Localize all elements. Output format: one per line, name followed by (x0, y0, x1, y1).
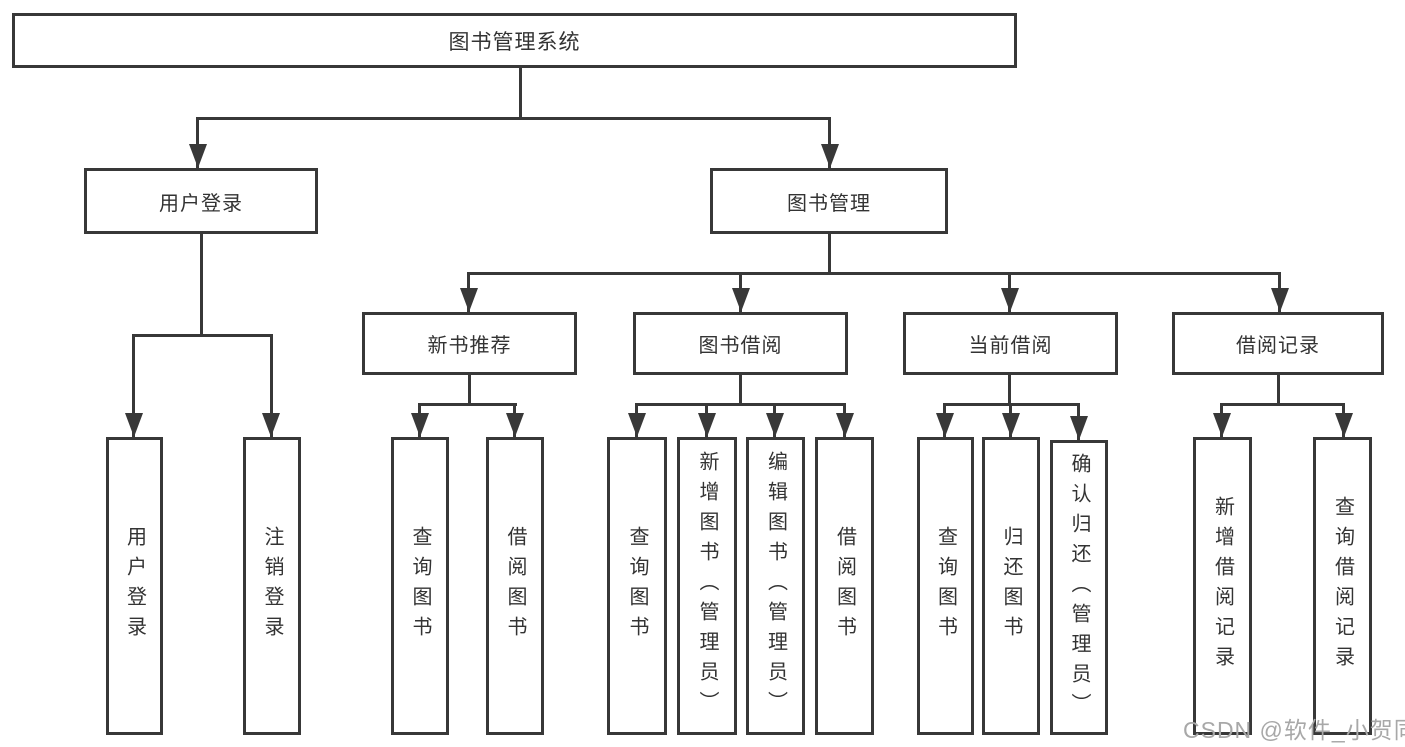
arrow-down-icon (821, 144, 839, 168)
connector-records-stem (1277, 375, 1280, 406)
node-book-management: 图书管理 (710, 168, 948, 234)
leaf-return-book: 归还图书 (982, 437, 1040, 735)
arrow-down-icon (1335, 413, 1353, 437)
arrow-down-icon (628, 413, 646, 437)
node-label: 图书管理 (787, 192, 871, 215)
connector-userlogin-branch (132, 334, 273, 337)
arrow-down-icon (189, 144, 207, 168)
node-label: 用户登录 (159, 192, 243, 215)
node-label: 当前借阅 (968, 335, 1053, 357)
arrow-down-icon (460, 288, 478, 312)
connector-drop (828, 117, 831, 168)
node-label: 用户登录 (123, 526, 146, 646)
arrow-down-icon (1213, 413, 1231, 437)
leaf-add-book-admin: 新增图书（管理员） (677, 437, 737, 735)
arrow-down-icon (125, 413, 143, 437)
leaf-add-borrow-record: 新增借阅记录 (1193, 437, 1252, 735)
connector-newbook-branch (418, 403, 517, 406)
node-label: 编辑图书（管理员） (764, 451, 787, 721)
arrow-down-icon (936, 413, 954, 437)
arrow-down-icon (836, 413, 854, 437)
node-library-system: 图书管理系统 (12, 13, 1017, 68)
connector-borrow-branch (635, 403, 846, 406)
arrow-down-icon (262, 413, 280, 437)
connector-drop (196, 117, 199, 168)
node-label: 查询借阅记录 (1331, 496, 1354, 676)
arrow-down-icon (1002, 413, 1020, 437)
arrow-down-icon (1001, 288, 1019, 312)
node-label: 图书管理系统 (448, 30, 581, 54)
node-label: 借阅图书 (504, 526, 526, 646)
arrow-down-icon (506, 413, 524, 437)
connector-drop (132, 334, 135, 437)
leaf-user-login: 用户登录 (106, 437, 163, 735)
watermark-text: CSDN @软件_小贺同学 (1183, 717, 1405, 743)
connector-current-stem (1008, 375, 1011, 406)
arrow-down-icon (698, 413, 716, 437)
leaf-borrow-books: 借阅图书 (815, 437, 874, 735)
node-label: 归还图书 (1000, 526, 1022, 646)
node-new-book-recommend: 新书推荐 (362, 312, 577, 375)
leaf-logout: 注销登录 (243, 437, 301, 735)
leaf-query-books-current: 查询图书 (917, 437, 974, 735)
node-label: 查询图书 (409, 526, 431, 646)
leaf-query-books-recommend: 查询图书 (391, 437, 449, 735)
connector-bookmgmt-stem (828, 234, 831, 275)
connector-drop (270, 334, 273, 437)
connector-records-branch (1220, 403, 1345, 406)
leaf-query-borrow-record: 查询借阅记录 (1313, 437, 1372, 735)
node-current-borrow: 当前借阅 (903, 312, 1118, 375)
arrow-down-icon (1070, 416, 1088, 440)
node-label: 确认归还（管理员） (1068, 452, 1090, 723)
node-label: 图书借阅 (698, 335, 783, 357)
connector-root-branch (197, 117, 831, 120)
connector-newbook-stem (468, 375, 471, 406)
arrow-down-icon (732, 288, 750, 312)
node-label: 借阅图书 (833, 526, 856, 646)
node-label: 新增图书（管理员） (696, 451, 718, 721)
node-user-login: 用户登录 (84, 168, 318, 234)
node-label: 注销登录 (261, 526, 283, 646)
connector-bookmgmt-branch (467, 272, 1281, 275)
node-label: 新增借阅记录 (1211, 496, 1234, 676)
connector-root-stem (519, 68, 522, 120)
connector-borrow-stem (739, 375, 742, 406)
leaf-borrow-books-recommend: 借阅图书 (486, 437, 544, 735)
leaf-edit-book-admin: 编辑图书（管理员） (746, 437, 805, 735)
node-book-borrow: 图书借阅 (633, 312, 848, 375)
arrow-down-icon (411, 413, 429, 437)
node-label: 查询图书 (934, 526, 957, 646)
node-label: 借阅记录 (1236, 335, 1320, 357)
leaf-query-books-borrow: 查询图书 (607, 437, 667, 735)
node-label: 新书推荐 (427, 335, 512, 357)
node-label: 查询图书 (626, 526, 648, 646)
node-borrow-records: 借阅记录 (1172, 312, 1384, 375)
arrow-down-icon (1271, 288, 1289, 312)
arrow-down-icon (766, 413, 784, 437)
connector-userlogin-stem (200, 234, 203, 337)
leaf-confirm-return-admin: 确认归还（管理员） (1050, 440, 1108, 735)
